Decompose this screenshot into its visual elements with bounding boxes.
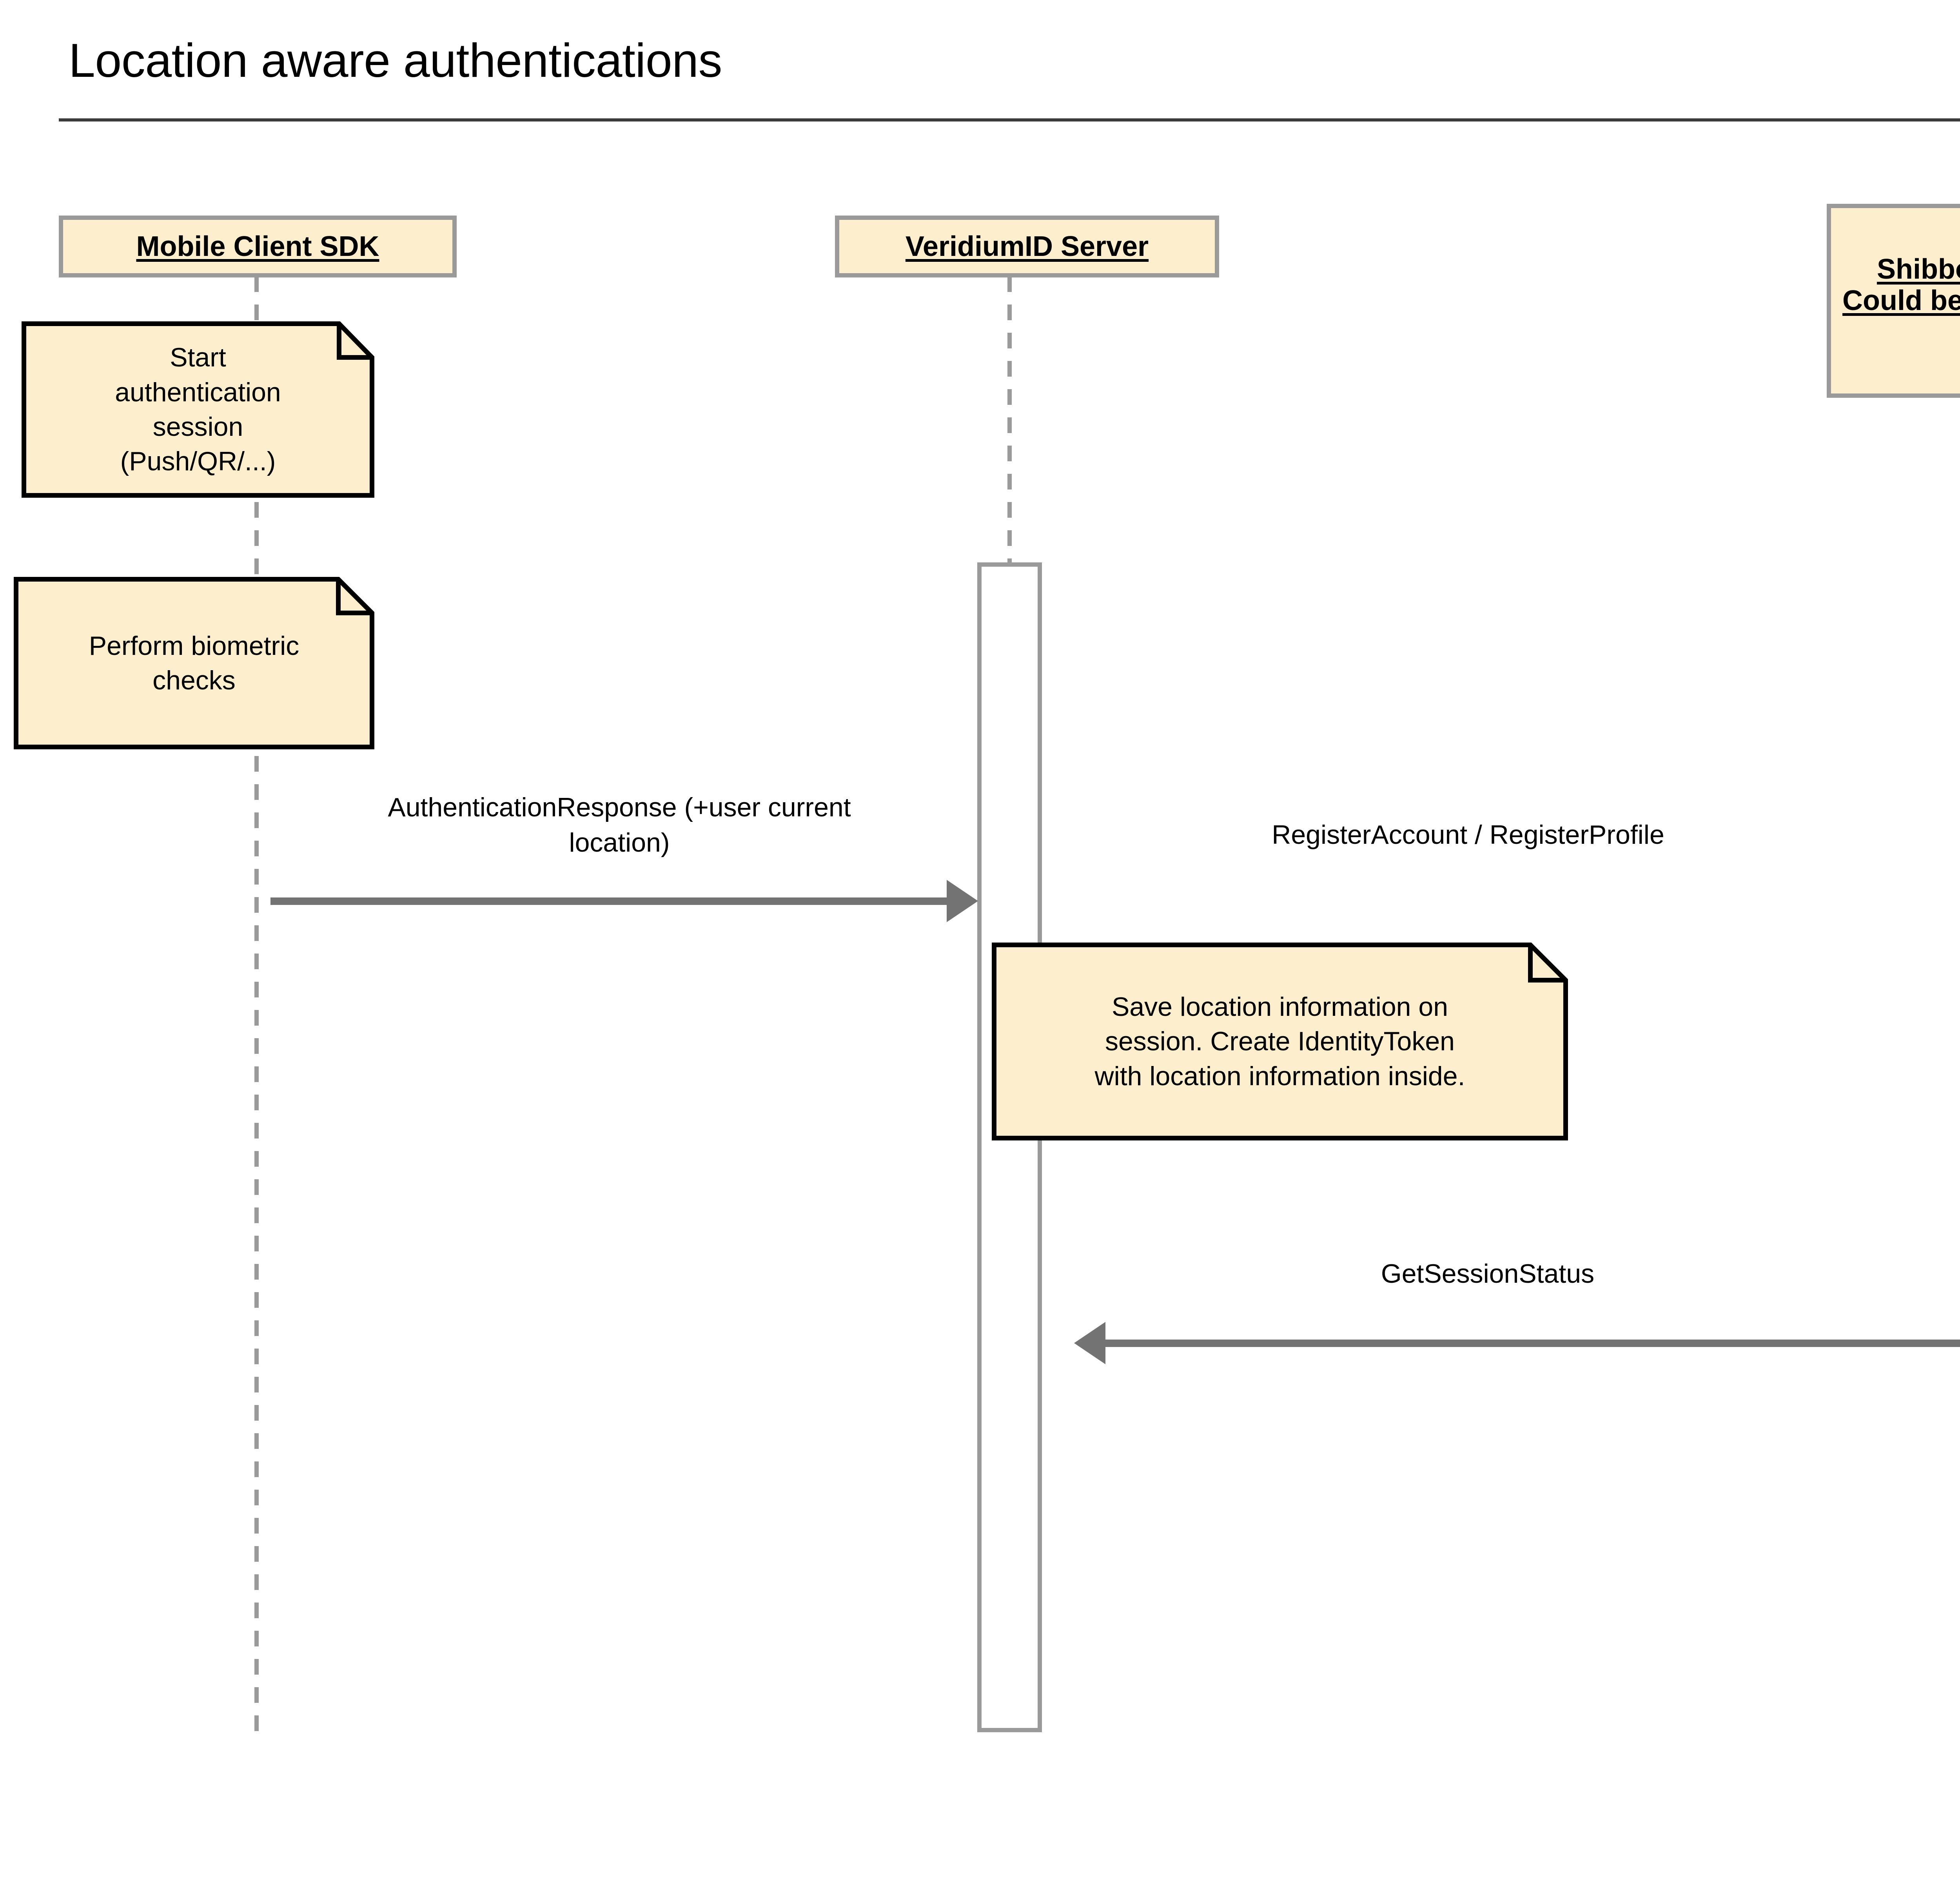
message-label-register-account-profile: RegisterAccount / RegisterProfile bbox=[1272, 820, 1664, 850]
message-line-authentication-response bbox=[270, 897, 947, 905]
message-label-get-session-status: GetSessionStatus bbox=[1381, 1259, 1595, 1289]
note-shape-folded-corner bbox=[14, 577, 374, 749]
note-text-perform-biometric-checks: Perform biometric checks bbox=[89, 631, 299, 695]
note-shape-folded-corner bbox=[992, 943, 1568, 1140]
title-divider bbox=[59, 118, 1960, 121]
participant-header-veridiumid-server[interactable]: VeridiumID Server bbox=[835, 216, 1219, 277]
message-label-authentication-response: AuthenticationResponse (+user current lo… bbox=[388, 792, 851, 858]
note-perform-biometric-checks: Perform biometric checks bbox=[14, 577, 374, 749]
message-arrowhead-get-session-status bbox=[1074, 1322, 1105, 1364]
activation-bar-veridiumid-server bbox=[977, 562, 1042, 1732]
note-save-location-information: Save location information on session. Cr… bbox=[992, 943, 1568, 1140]
page-title: Location aware authentications bbox=[69, 34, 722, 87]
note-shape-folded-corner bbox=[22, 321, 374, 498]
message-line-get-session-status bbox=[1105, 1340, 1960, 1347]
participant-label-mobile-client-sdk: Mobile Client SDK bbox=[136, 230, 379, 262]
note-start-authentication-session: Start authentication session (Push/QR/..… bbox=[22, 321, 374, 498]
message-arrowhead-authentication-response bbox=[947, 880, 978, 922]
note-text-save-location-information: Save location information on session. Cr… bbox=[1094, 992, 1465, 1091]
lifeline-mobile-client-sdk bbox=[254, 276, 259, 1740]
participant-label-veridiumid-server: VeridiumID Server bbox=[905, 230, 1149, 262]
participant-header-mobile-client-sdk[interactable]: Mobile Client SDK bbox=[59, 216, 457, 277]
note-text-start-authentication-session: Start authentication session (Push/QR/..… bbox=[115, 343, 281, 477]
participant-label-shibboleth: Shibboleth (example. Could be other inte… bbox=[1842, 253, 1960, 317]
participant-header-shibboleth[interactable]: Shibboleth (example. Could be other inte… bbox=[1827, 204, 1960, 398]
lifeline-veridiumid-server bbox=[1007, 276, 1012, 568]
